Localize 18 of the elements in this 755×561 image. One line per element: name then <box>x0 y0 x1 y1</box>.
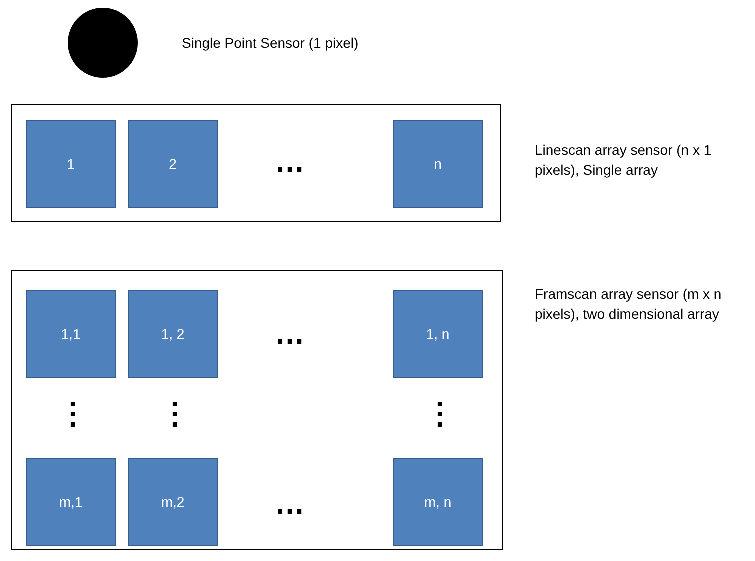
pixel-square: 1, n <box>393 290 483 378</box>
pixel-square: 2 <box>128 120 218 208</box>
ellipsis: … <box>275 490 305 520</box>
pixel-square: m, n <box>393 458 483 546</box>
vertical-ellipsis: ⋮ <box>425 400 455 430</box>
vertical-ellipsis: ⋮ <box>58 400 88 430</box>
pixel-square: m,2 <box>128 458 218 546</box>
pixel-square: 1,1 <box>26 290 116 378</box>
ellipsis: … <box>275 320 305 350</box>
pixel-square: 1, 2 <box>128 290 218 378</box>
pixel-square: m,1 <box>26 458 116 546</box>
sensor-description: Linescan array sensor (n x 1 pixels), Single array <box>535 141 713 180</box>
sensor-description: Framscan array sensor (m x n pixels), two dimensional array <box>535 285 723 324</box>
ellipsis: … <box>275 148 305 178</box>
pixel-square: n <box>393 120 483 208</box>
vertical-ellipsis: ⋮ <box>160 400 190 430</box>
sensor-caption: Single Point Sensor (1 pixel) <box>182 34 359 53</box>
pixel-square: 1 <box>26 120 116 208</box>
